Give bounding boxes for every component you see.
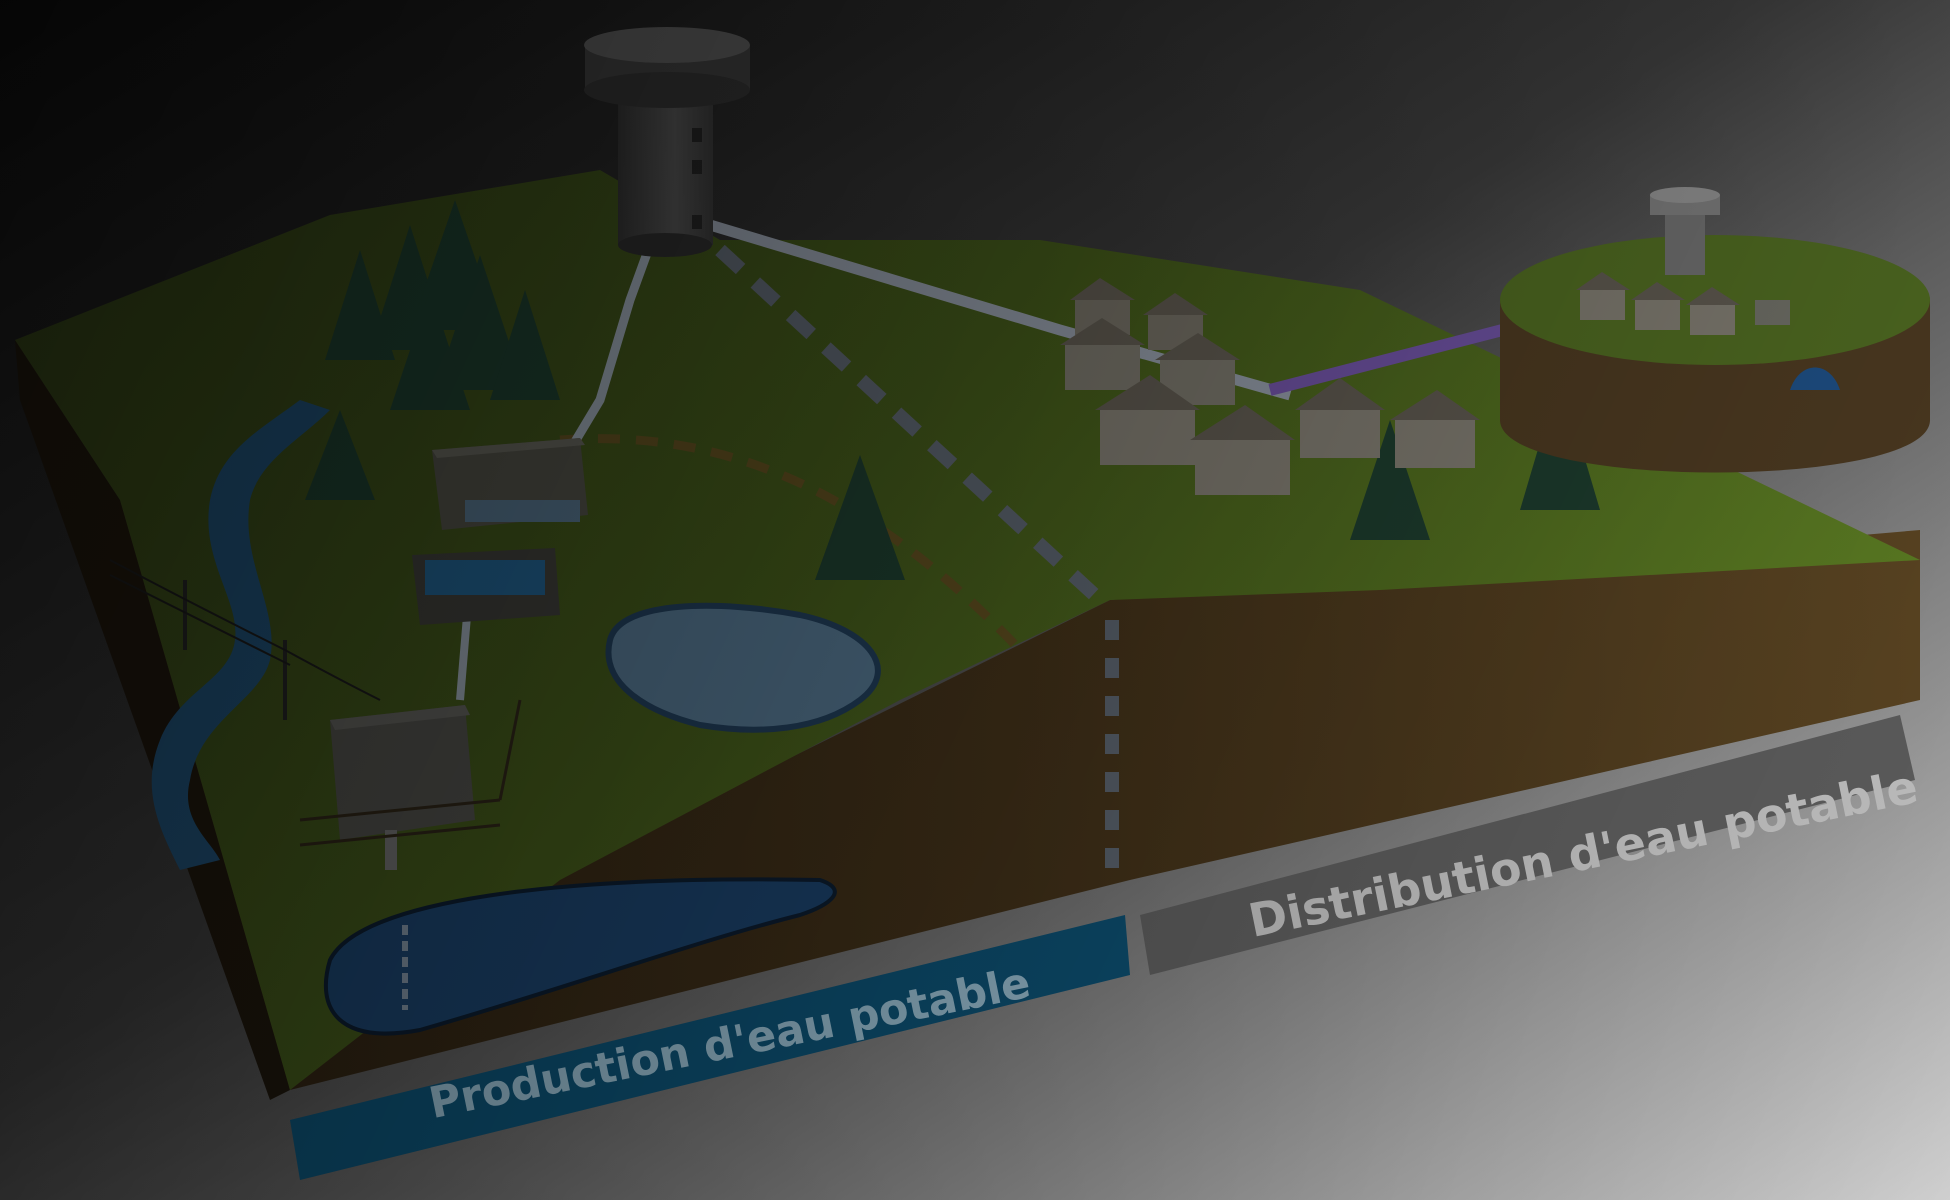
- remote-area: [1500, 187, 1930, 473]
- house-icon: [1755, 300, 1790, 325]
